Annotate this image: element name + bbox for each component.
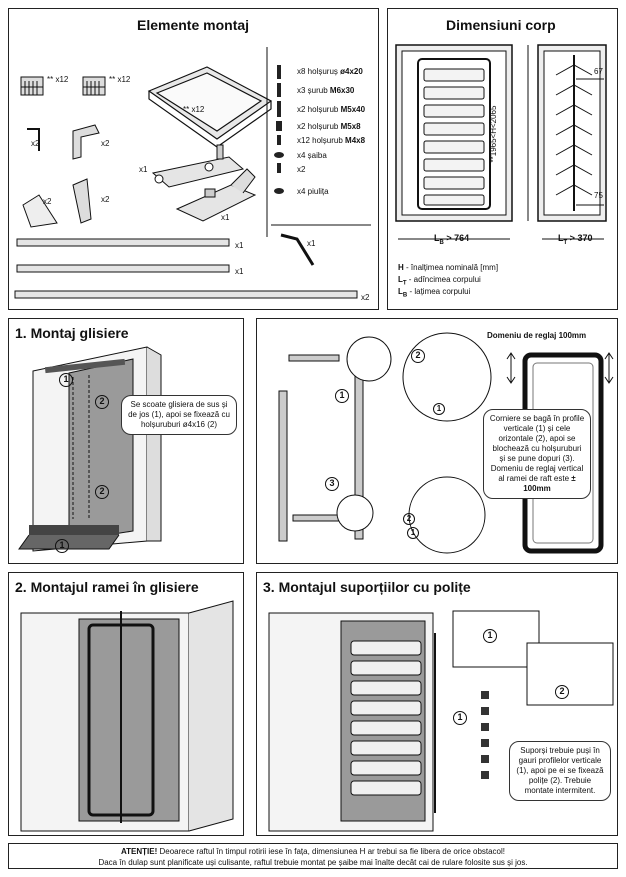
- hardware-item-2: x2 holșurub M5x40: [297, 105, 366, 114]
- qty-rail-1: x1: [235, 241, 244, 250]
- qty-rail-3: x2: [361, 293, 370, 302]
- frame-callout-3: 3: [325, 477, 339, 491]
- frame-callout-1b: 1: [433, 403, 445, 415]
- angle-bracket-a-icon: [72, 124, 100, 160]
- qty-bracket-d: x2: [101, 195, 110, 204]
- step1-note: Se scoate glisiera de sus și de jos (1),…: [121, 395, 237, 435]
- qty-tray: ** x12: [183, 105, 205, 114]
- rail-2-icon: [16, 264, 230, 273]
- legend-lt: LT - adîncimea corpului: [398, 275, 481, 287]
- corner-block-icon: [22, 194, 58, 228]
- step1-callout-2-top: 2: [95, 395, 109, 409]
- dim-75: 75: [594, 191, 603, 200]
- step3-callout-1: 1: [483, 629, 497, 643]
- legend-lb: LB - lațimea corpului: [398, 287, 471, 299]
- step1-drawing: [18, 346, 162, 552]
- comb-clip-b-icon: [82, 76, 106, 96]
- hex-key-large-icon: [280, 233, 315, 266]
- step3-note: Suporși trebuie puși în gauri profilelor…: [509, 741, 611, 801]
- shelf-tray-icon: [147, 66, 273, 148]
- step3-callout-1b: 1: [453, 711, 467, 725]
- hardware-item-7: x4 piulița: [297, 187, 329, 196]
- elemente-drawings: [14, 47, 371, 299]
- qty-bracket-a: x2: [31, 139, 40, 148]
- step1-panel: 1. Montaj glisiere 1 2 2 1 Se scoate gli…: [8, 318, 244, 564]
- step2-drawing: [20, 600, 234, 832]
- screw-icons: [274, 65, 284, 194]
- angle-bracket-b-icon: [72, 178, 92, 224]
- frame-drawing: [278, 332, 614, 554]
- frame-callout-1: 1: [335, 389, 349, 403]
- dim-height: **1965<H<2065: [489, 105, 498, 163]
- step1-callout-1-bottom: 1: [55, 539, 69, 553]
- connector-a-icon: [151, 144, 245, 188]
- warning-line-1: ATENȚIE! Deoarece raftul în timpul rotir…: [120, 847, 506, 856]
- elemente-panel: Elemente montaj: [8, 8, 379, 310]
- legend-h: H - înalțimea nominală [mm]: [398, 263, 499, 272]
- hardware-item-5: x4 șaiba: [297, 151, 327, 160]
- hardware-item-1: x3 șurub M6x30: [297, 86, 355, 95]
- connector-b-icon: [175, 168, 257, 222]
- frame-callout-2b: 2: [403, 513, 415, 525]
- frame-panel: Domeniu de reglaj 100mm 1 2 1 3 2 1 Corn…: [256, 318, 618, 564]
- qty-connector-a: x1: [139, 165, 148, 174]
- dimensiuni-title: Dimensiuni corp: [446, 17, 556, 33]
- hardware-item-6: x2: [297, 165, 306, 174]
- allen-key-qty: x1: [307, 239, 316, 248]
- dimensiuni-panel: Dimensiuni corp 67 75: [387, 8, 618, 310]
- qty-rail-2: x1: [235, 267, 244, 276]
- step3-title: 3. Montajul suporțiilor cu polițe: [263, 579, 471, 595]
- qty-connector-b: x1: [221, 213, 230, 222]
- frame-note: Corniere se bagă în profile verticale (1…: [483, 409, 591, 499]
- qty-clip-b: ** x12: [109, 75, 131, 84]
- elemente-title: Elemente montaj: [137, 17, 250, 33]
- dim-67: 67: [594, 67, 603, 76]
- step1-title: 1. Montaj glisiere: [15, 325, 129, 341]
- warning-line-2: Daca în dulap sunt planificate uși culis…: [98, 858, 528, 867]
- hardware-item-0: x8 holșuruș ø4x20: [297, 67, 363, 76]
- rail-3-icon: [14, 290, 358, 299]
- step2-panel: 2. Montajul ramei în glisiere: [8, 572, 244, 836]
- hardware-item-3: x2 holșurub M5x8: [297, 122, 361, 131]
- dim-lb: LB > 764: [434, 233, 470, 246]
- warning-box: ATENȚIE! Deoarece raftul în timpul rotir…: [8, 843, 618, 869]
- comb-clip-a-icon: [20, 76, 44, 96]
- step3-panel: 3. Montajul suporțiilor cu polițe 1 2 1 …: [256, 572, 618, 836]
- hex-key-small-icon: [27, 128, 40, 151]
- rail-1-icon: [16, 238, 230, 247]
- qty-bracket-c: x2: [43, 197, 52, 206]
- hardware-item-4: x12 holșurub M4x8: [297, 136, 366, 145]
- frame-callout-1c: 1: [407, 527, 419, 539]
- step3-callout-2: 2: [555, 685, 569, 699]
- step2-title: 2. Montajul ramei în glisiere: [15, 579, 199, 595]
- qty-bracket-b: x2: [101, 139, 110, 148]
- dimensiuni-drawings: [395, 44, 607, 240]
- frame-callout-2: 2: [411, 349, 425, 363]
- range-title: Domeniu de reglaj 100mm: [487, 331, 587, 340]
- qty-clip-a: ** x12: [47, 75, 69, 84]
- dim-lt: LT > 370: [558, 233, 593, 246]
- step1-callout-2-bottom: 2: [95, 485, 109, 499]
- step1-callout-1-top: 1: [59, 373, 73, 387]
